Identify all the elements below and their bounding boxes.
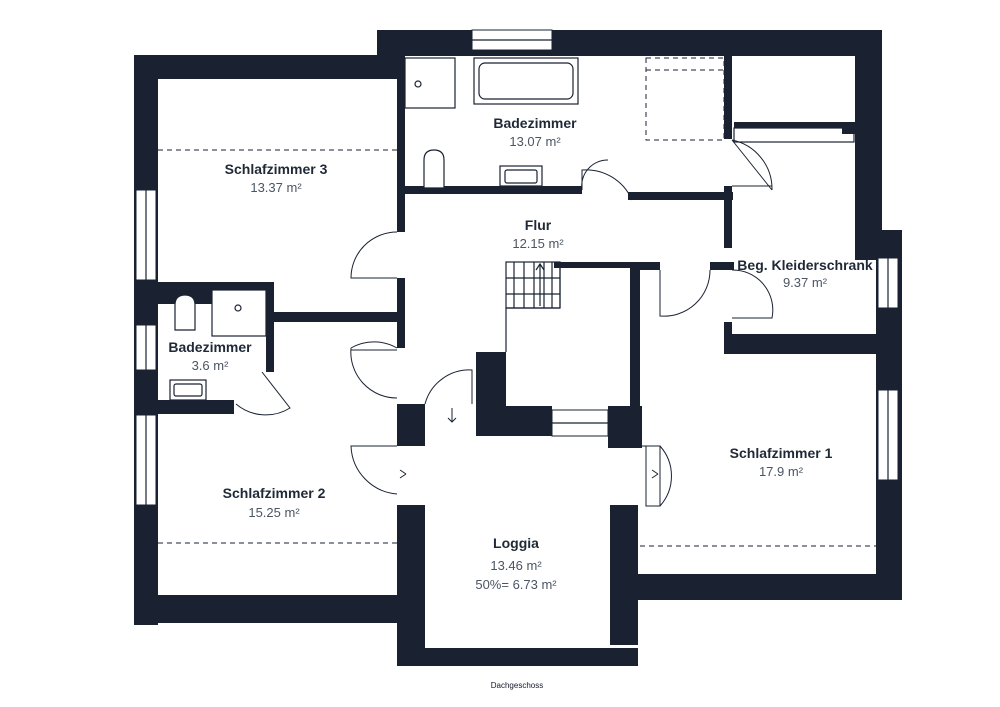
outer-walls	[134, 30, 902, 666]
door-schlaf1	[659, 269, 711, 317]
bathtub	[473, 57, 579, 105]
bathroom-fixtures-small	[169, 289, 267, 401]
toilet-small	[174, 294, 196, 331]
windows	[135, 29, 899, 506]
room-note-loggia: 50%= 6.73 m²	[475, 577, 557, 592]
room-area-loggia: 13.46 m²	[490, 558, 542, 573]
room-name-bad-oben: Badezimmer	[493, 115, 577, 131]
room-name-kleider: Beg. Kleiderschrank	[737, 257, 873, 273]
doors	[235, 139, 774, 507]
door-loggia-right	[645, 445, 661, 507]
door-loggia-left	[350, 445, 398, 495]
room-name-schlaf3: Schlafzimmer 3	[225, 161, 328, 177]
room-name-loggia: Loggia	[493, 535, 539, 551]
interior-walls	[134, 56, 876, 448]
wardrobe	[733, 127, 855, 143]
room-area-schlaf3: 13.37 m²	[250, 180, 302, 195]
door-kleider	[731, 269, 774, 319]
room-name-schlaf1: Schlafzimmer 1	[730, 445, 833, 461]
room-name-schlaf2: Schlafzimmer 2	[223, 485, 326, 501]
shower-small	[211, 289, 267, 337]
slope-lines	[158, 149, 876, 547]
staircase	[505, 261, 561, 352]
room-name-bad-klein: Badezimmer	[168, 339, 252, 355]
room-area-bad-oben: 13.07 m²	[509, 134, 561, 149]
bathroom-fixtures-top	[404, 57, 725, 189]
door-bath-small	[235, 371, 291, 416]
door-schlaf3	[350, 231, 398, 279]
floor-label: Dachgeschoss	[491, 681, 543, 690]
sink-top	[499, 165, 543, 187]
room-area-bad-klein: 3.6 m²	[192, 358, 230, 373]
room-area-kleider: 9.37 m²	[783, 275, 828, 290]
shower-top	[404, 57, 456, 109]
room-area-schlaf2: 15.25 m²	[248, 505, 300, 520]
room-area-schlaf1: 17.9 m²	[759, 464, 804, 479]
door-stair	[424, 369, 473, 405]
room-name-flur: Flur	[525, 217, 552, 233]
door-bath-top	[581, 169, 633, 201]
room-area-flur: 12.15 m²	[512, 236, 564, 251]
sink-small	[169, 379, 207, 401]
toilet-top	[423, 149, 445, 189]
door-wardrobe	[731, 139, 773, 191]
door-schlaf2	[350, 341, 398, 399]
